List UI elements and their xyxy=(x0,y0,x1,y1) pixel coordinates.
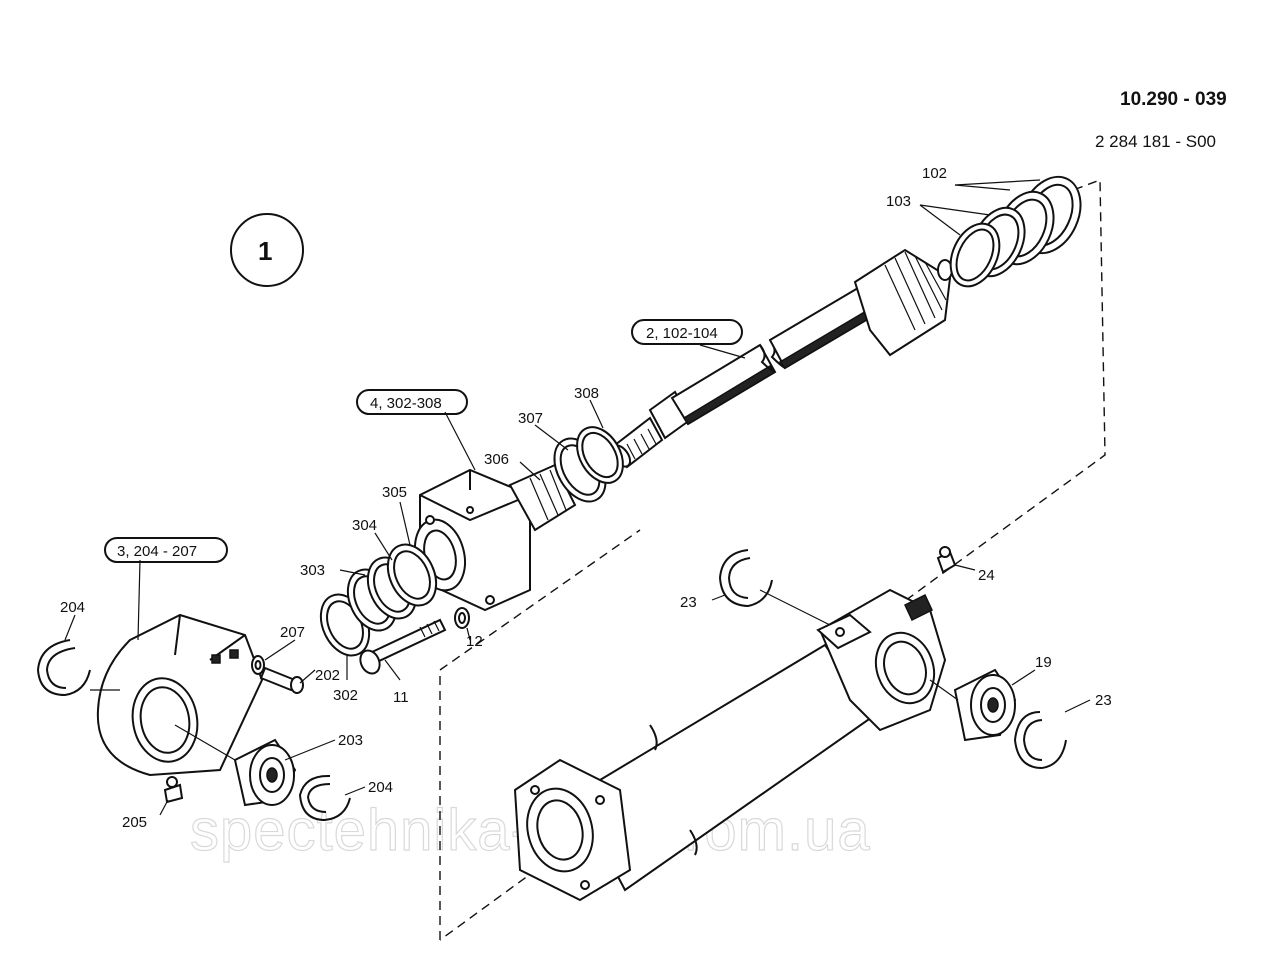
callout-207: 207 xyxy=(280,624,305,641)
callout-12: 12 xyxy=(466,633,483,650)
group-box-rod-eye xyxy=(104,537,228,563)
callout-305: 305 xyxy=(382,484,407,501)
circlip-204-right xyxy=(298,774,351,822)
rod-eye xyxy=(96,613,264,777)
callout-102: 102 xyxy=(922,165,947,182)
bearing-19 xyxy=(953,668,1017,742)
drawing-code-secondary: 2 284 181 - S00 xyxy=(1095,132,1216,151)
assembly-frame-dashed xyxy=(439,178,1106,941)
callout-204-right: 204 xyxy=(368,779,393,796)
grease-nipple-24 xyxy=(936,546,957,574)
callout-24: 24 xyxy=(978,567,995,584)
callout-308: 308 xyxy=(574,385,599,402)
circlip-23-upper xyxy=(718,549,773,608)
callout-306: 306 xyxy=(484,451,509,468)
callout-302: 302 xyxy=(333,687,358,704)
callout-203: 203 xyxy=(338,732,363,749)
callout-23-upper: 23 xyxy=(680,594,697,611)
grease-nipple-205 xyxy=(163,776,184,804)
callout-202: 202 xyxy=(315,667,340,684)
piston-rod xyxy=(610,248,953,469)
seal-308 xyxy=(576,426,624,484)
washer-207 xyxy=(251,655,265,675)
callout-307: 307 xyxy=(518,410,543,427)
leader-lines xyxy=(64,179,1091,816)
callout-204-left: 204 xyxy=(60,599,85,616)
callout-205: 205 xyxy=(122,814,147,831)
circlip-23-lower xyxy=(1013,711,1067,770)
drawing-code-primary: 10.290 - 039 xyxy=(1120,89,1227,110)
callout-303: 303 xyxy=(300,562,325,579)
piston-ring-103 xyxy=(949,206,1026,288)
bearing-203 xyxy=(233,738,297,807)
group-label-guide-head: 4, 302-308 xyxy=(370,395,442,412)
cylinder-tube xyxy=(513,588,947,902)
group-label-rod-eye: 3, 204 - 207 xyxy=(117,543,197,560)
callout-103: 103 xyxy=(886,193,911,210)
callout-23-lower: 23 xyxy=(1095,692,1112,709)
circlip-204-left xyxy=(36,639,91,697)
washer-12 xyxy=(454,607,470,629)
bolt-11 xyxy=(359,618,447,675)
group-number: 1 xyxy=(258,236,272,266)
callout-11: 11 xyxy=(393,689,409,706)
callout-19: 19 xyxy=(1035,654,1052,671)
group-box-guide-head xyxy=(356,389,468,415)
screw-202 xyxy=(259,666,304,694)
seal-305 xyxy=(386,543,438,607)
group-label-piston-rod: 2, 102-104 xyxy=(646,325,718,342)
group-box-piston-rod xyxy=(631,319,743,345)
group-number-circle xyxy=(230,213,304,287)
guide-head xyxy=(414,463,577,612)
callout-304: 304 xyxy=(352,517,377,534)
